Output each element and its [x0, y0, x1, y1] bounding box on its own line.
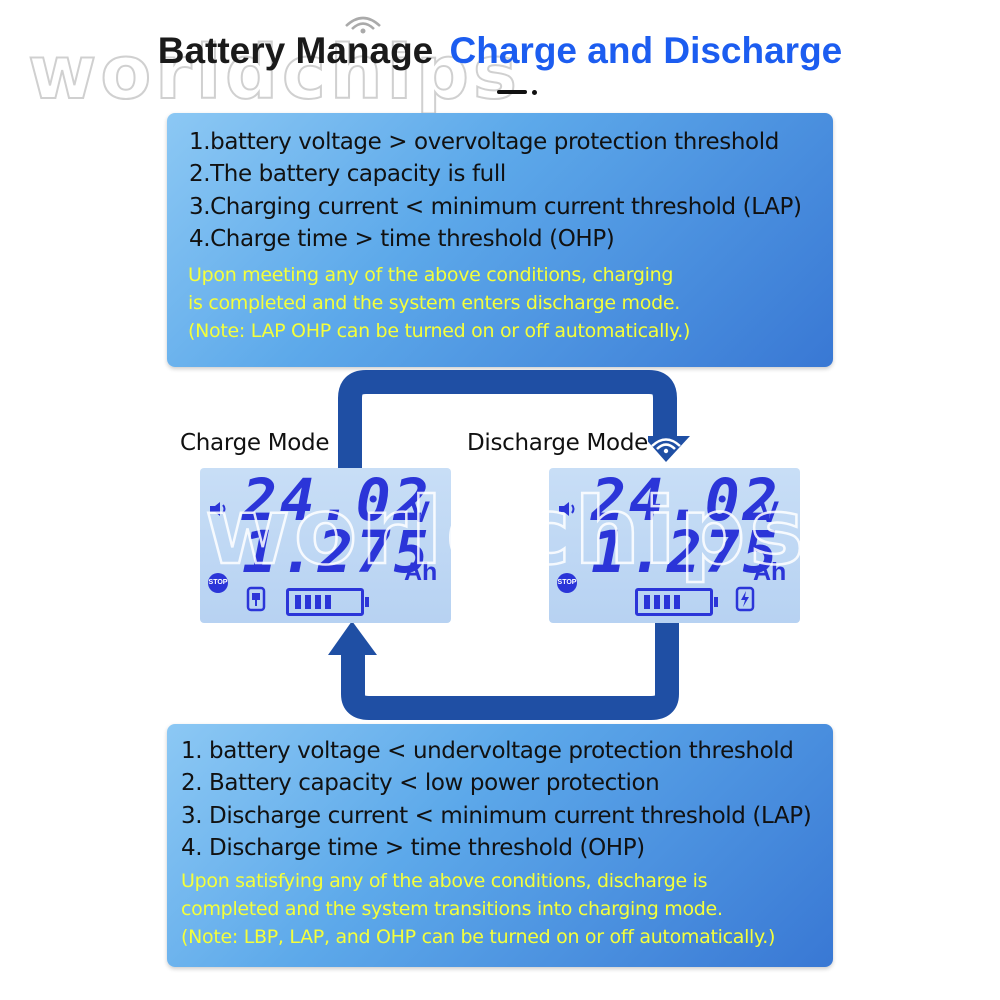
battery-level-bar	[305, 595, 311, 609]
title-charge-discharge: Charge and Discharge	[449, 30, 843, 71]
loop-arrow-top	[338, 370, 677, 470]
discharge-voltage-readout: 24.02	[591, 466, 781, 534]
stop-icon: STOP	[557, 573, 577, 593]
discharge-condition-3: 3. Discharge current < minimum current t…	[181, 803, 812, 829]
battery-level-bar	[315, 595, 321, 609]
charge-condition-2: 2.The battery capacity is full	[189, 161, 506, 187]
page-title: Battery Manage Charge and Discharge	[0, 30, 1000, 72]
battery-level-bar	[644, 595, 650, 609]
charge-note-line-1: Upon meeting any of the above conditions…	[188, 264, 674, 286]
discharge-capacity-readout: 1.275	[591, 518, 781, 586]
speaker-icon	[210, 502, 226, 516]
discharge-capacity-unit: Ah	[753, 558, 787, 586]
battery-level-bar	[664, 595, 670, 609]
discharge-condition-4: 4. Discharge time > time threshold (OHP)	[181, 835, 645, 861]
charge-conditions-panel: 1.battery voltage > overvoltage protecti…	[167, 113, 833, 367]
discharge-note-line-1: Upon satisfying any of the above conditi…	[181, 870, 708, 892]
charge-mode-label: Charge Mode	[180, 430, 330, 456]
discharge-mode-label: Discharge Mode	[467, 430, 648, 456]
charge-capacity-readout: 1.275	[242, 518, 432, 586]
discharge-note-line-2: completed and the system transitions int…	[181, 898, 723, 920]
battery-level-bar	[674, 595, 680, 609]
discharge-note-line-3: (Note: LBP, LAP, and OHP can be turned o…	[181, 926, 776, 948]
charge-condition-4: 4.Charge time > time threshold (OHP)	[189, 226, 615, 252]
discharge-condition-2: 2. Battery capacity < low power protecti…	[181, 770, 660, 796]
charge-voltage-unit: V	[410, 496, 431, 529]
lightning-icon	[735, 586, 755, 612]
battery-icon	[286, 588, 369, 616]
discharge-lcd-display: 24.02 V 1.275 Ah STOP	[549, 466, 800, 623]
discharge-voltage-unit: V	[759, 496, 780, 529]
charge-lcd-display: 24.02 V 1.275 Ah STOP	[200, 466, 451, 623]
charge-condition-3: 3.Charging current < minimum current thr…	[189, 194, 802, 220]
plug-icon	[246, 586, 266, 612]
battery-level-bar	[295, 595, 301, 609]
charge-note-line-3: (Note: LAP OHP can be turned on or off a…	[188, 320, 691, 342]
loop-arrowhead-up	[328, 621, 377, 655]
title-underline	[497, 90, 527, 94]
charge-note-line-2: is completed and the system enters disch…	[188, 292, 680, 314]
charge-capacity-unit: Ah	[404, 558, 438, 586]
loop-arrow-bottom	[341, 622, 679, 720]
charge-condition-1: 1.battery voltage > overvoltage protecti…	[189, 129, 779, 155]
title-battery-manage: Battery Manage	[157, 30, 434, 71]
battery-level-bar	[654, 595, 660, 609]
battery-level-bar	[325, 595, 331, 609]
watermark-wifi-icon	[345, 16, 381, 34]
charge-voltage-readout: 24.02	[242, 466, 432, 534]
watermark-wifi-icon	[651, 438, 681, 454]
discharge-conditions-panel: 1. battery voltage < undervoltage protec…	[167, 724, 833, 967]
stop-icon: STOP	[208, 573, 228, 593]
battery-icon	[635, 588, 718, 616]
title-underline-dot	[532, 90, 537, 95]
speaker-icon	[559, 502, 575, 516]
discharge-condition-1: 1. battery voltage < undervoltage protec…	[181, 738, 794, 764]
